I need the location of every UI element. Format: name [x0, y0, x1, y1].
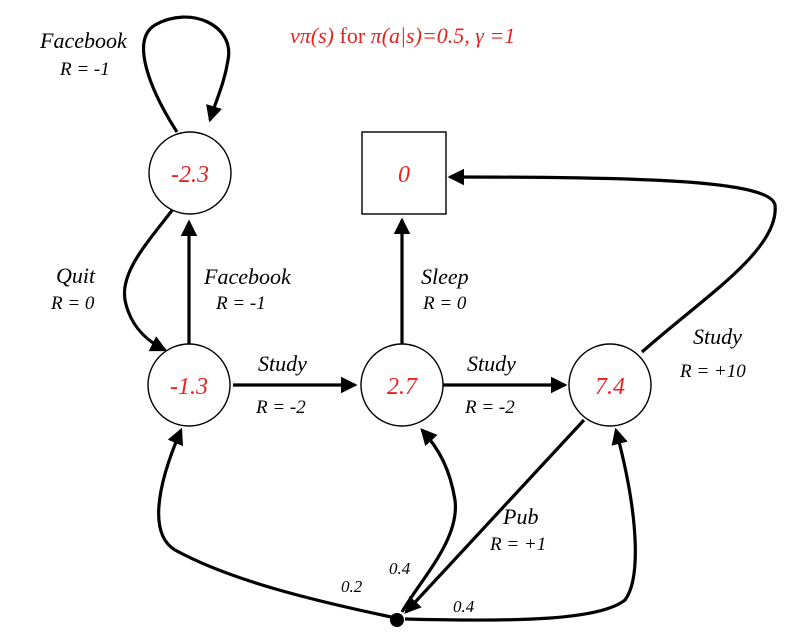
pub-to-class3-edge: [404, 427, 637, 622]
facebook-self-reward-label: R = -1: [59, 59, 110, 80]
state-class-2: 2.7: [360, 343, 444, 427]
study-3-reward-label: R = +10: [679, 361, 746, 382]
state-class-1-value: -1.3: [170, 374, 208, 400]
quit-reward-label: R = 0: [50, 293, 95, 314]
pub-action-label: Pub: [502, 504, 538, 529]
state-class-1: -1.3: [147, 343, 231, 427]
state-terminal-value: 0: [398, 162, 410, 188]
state-class-3-value: 7.4: [595, 374, 625, 400]
sleep-reward-label: R = 0: [422, 293, 467, 314]
prob-to-class-2: 0.4: [389, 559, 411, 578]
prob-to-class-3: 0.4: [453, 597, 475, 616]
pub-to-class1-edge: [157, 427, 397, 620]
state-facebook: -2.3: [148, 131, 232, 215]
study-1-reward-label: R = -2: [255, 397, 306, 418]
study-to-terminal-edge: [447, 168, 777, 354]
pub-to-class2-edge: [400, 428, 457, 613]
facebook-self-loop-edge: [141, 15, 231, 133]
title-for-word: for: [334, 23, 371, 48]
title-value-function: vπ(s): [290, 23, 334, 48]
study-2-action-label: Study: [467, 351, 516, 376]
facebook-action-label: Facebook: [203, 264, 292, 289]
diagram-title: vπ(s) for π(a|s)=0.5, γ =1: [290, 23, 515, 48]
quit-edge: [122, 199, 182, 352]
state-facebook-value: -2.3: [171, 162, 209, 188]
pub-reward-label: R = +1: [489, 534, 546, 555]
sleep-action-label: Sleep: [421, 264, 469, 289]
quit-action-label: Quit: [56, 263, 96, 288]
state-terminal: 0: [361, 131, 447, 215]
study-3-action-label: Study: [693, 324, 742, 349]
study-1-action-label: Study: [258, 351, 307, 376]
study-2-reward-label: R = -2: [464, 397, 515, 418]
prob-to-class-1: 0.2: [341, 577, 363, 596]
title-policy: π(a|s)=0.5, γ =1: [371, 23, 516, 48]
pub-edge: [404, 418, 586, 614]
pub-chance-node: [390, 613, 404, 627]
state-class-2-value: 2.7: [387, 374, 418, 400]
facebook-reward-label: R = -1: [215, 293, 266, 314]
facebook-self-action-label: Facebook: [39, 28, 128, 53]
state-class-3: 7.4: [568, 343, 652, 427]
